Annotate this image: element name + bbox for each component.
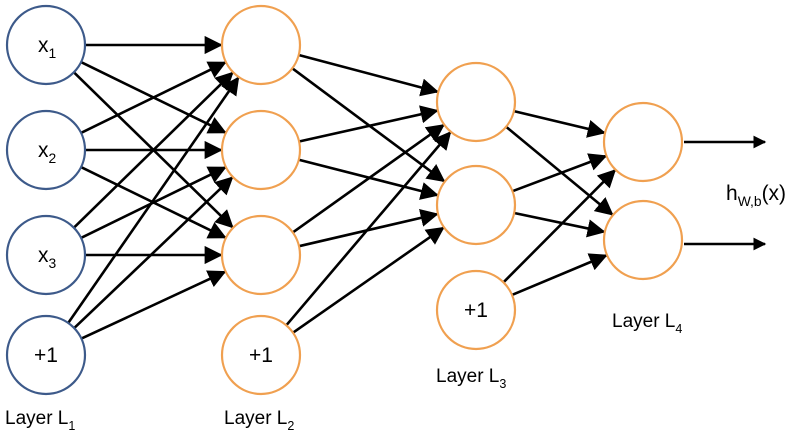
layer-label-L1-subscript: 1	[68, 419, 75, 433]
edge-L1-4-to-L2-1	[67, 76, 240, 324]
bias-node-L2-4	[220, 314, 302, 396]
edge-L3-1-to-L4-1	[513, 109, 606, 138]
edge-L1-3-to-L2-1	[72, 71, 234, 229]
layer-label-L4-main: Layer L	[612, 311, 675, 332]
node-label-L1-1-subscript: 1	[49, 45, 57, 61]
output-label-subscript: W,b	[738, 193, 762, 209]
layer-label-L1: Layer L1	[5, 408, 75, 433]
node-label-L1-4: +1	[34, 344, 58, 367]
neuron-node-L1-1	[5, 4, 87, 86]
node-label-L1-2-subscript: 2	[49, 150, 57, 166]
layer-label-L3-main: Layer L	[436, 366, 499, 387]
edge-L2-4-to-L3-1	[285, 131, 452, 327]
edge-L3-2-to-L4-2	[513, 211, 606, 238]
output-label: hW,b(x)	[726, 182, 786, 209]
edge-L1-4-to-L2-2	[73, 176, 234, 330]
edge-L3-2-to-L4-1	[512, 153, 608, 193]
edge-L3-1-to-L4-2	[505, 125, 614, 216]
connection-edges	[67, 35, 617, 340]
node-label-L1-2-main: x	[38, 139, 49, 162]
node-label-L1-1: x1	[38, 34, 57, 61]
edge-L3-3-to-L4-2	[511, 253, 608, 297]
layer-label-L4: Layer L4	[612, 311, 682, 336]
layer-label-L2-subscript: 2	[287, 419, 294, 433]
output-label-suffix: (x)	[762, 182, 787, 205]
layer-label-L3-subscript: 3	[499, 377, 506, 391]
node-label-L3-3: +1	[464, 299, 488, 322]
edge-L2-3-to-L3-1	[292, 124, 445, 234]
layer-label-L3: Layer L3	[436, 366, 506, 391]
neuron-node-L1-3	[5, 214, 87, 296]
bias-node-L3-3	[435, 269, 517, 351]
layer-label-L2: Layer L2	[224, 408, 294, 433]
node-label-L1-3-subscript: 3	[49, 255, 57, 271]
bias-node-L1-4	[5, 314, 87, 396]
output-group: hW,b(x)	[684, 135, 786, 251]
layer-label-L1-main: Layer L	[5, 408, 68, 429]
edge-L2-1-to-L3-2	[291, 67, 446, 183]
edge-L1-4-to-L2-3	[80, 270, 227, 340]
node-label-L1-3: x3	[38, 244, 57, 271]
neuron-node-L4-2	[602, 199, 684, 281]
node-label-L1-3-main: x	[38, 244, 49, 267]
layer-label-L4-subscript: 4	[675, 322, 682, 336]
output-label-main: h	[726, 182, 738, 205]
layer-label-L2-main: Layer L	[224, 408, 287, 429]
edge-L2-2-to-L3-1	[298, 105, 439, 143]
neuron-node-L3-2	[435, 164, 517, 246]
edge-L2-4-to-L3-2	[292, 226, 445, 334]
node-label-L2-4: +1	[249, 344, 273, 367]
edge-L3-3-to-L4-1	[502, 169, 617, 284]
edge-L2-1-to-L3-1	[298, 53, 440, 97]
neuron-node-L3-1	[435, 61, 517, 143]
edge-L1-2-to-L2-1	[80, 61, 227, 135]
node-label-L1-2: x2	[38, 139, 57, 166]
neuron-node-L2-2	[220, 109, 302, 191]
node-label-L1-1-main: x	[38, 34, 49, 57]
neuron-node-L1-2	[5, 109, 87, 191]
neuron-node-L4-1	[602, 101, 684, 183]
neuron-node-L2-3	[220, 214, 302, 296]
neuron-node-L2-1	[220, 4, 302, 86]
